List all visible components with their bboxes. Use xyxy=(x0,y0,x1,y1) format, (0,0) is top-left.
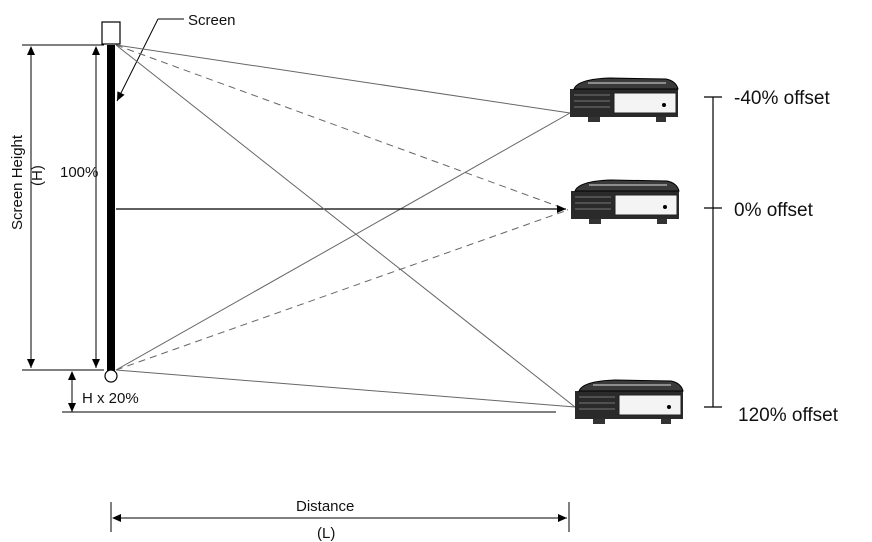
offset-label-zero: 0% offset xyxy=(734,200,814,221)
h20-label: H x 20% xyxy=(82,390,139,407)
offset-label-120: 120% offset xyxy=(738,405,839,426)
projector-120 xyxy=(574,379,684,425)
beam-top-to-middle xyxy=(115,44,569,211)
projector-zero xyxy=(570,179,680,225)
percent-100-label: 100% xyxy=(60,164,98,181)
beam-top-to-lower xyxy=(115,44,576,408)
distance-label: Distance xyxy=(296,498,354,515)
beam-bottom-to-upper xyxy=(115,112,571,371)
distance-l-label: (L) xyxy=(317,525,335,542)
height-h-label: (H) xyxy=(29,165,46,186)
screen-height-label: Screen Height xyxy=(9,134,26,230)
beam-top-to-upper xyxy=(115,44,571,114)
screen-top-box xyxy=(101,21,121,45)
screen-label: Screen xyxy=(188,12,236,29)
projector-minus40 xyxy=(569,77,679,123)
screen-bar xyxy=(107,45,115,371)
beam-bottom-to-lower xyxy=(115,369,576,408)
screen-callout-arrow xyxy=(116,18,159,102)
screen-bottom-marker xyxy=(104,369,118,383)
beam-bottom-to-middle xyxy=(115,209,569,371)
offset-label-minus40: -40% offset xyxy=(734,88,830,109)
